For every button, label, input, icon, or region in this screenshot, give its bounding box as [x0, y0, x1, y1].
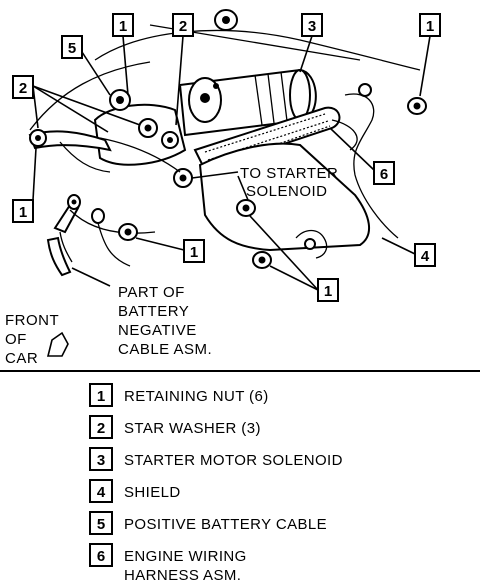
legend-row-3: 3 STARTER MOTOR SOLENOID — [89, 447, 343, 471]
legend-row-4: 4 SHIELD — [89, 479, 181, 503]
callout-2-left-label: 2 — [19, 80, 27, 97]
battery-note-line-3: NEGATIVE — [118, 322, 197, 339]
legend-row-1: 1 RETAINING NUT (6) — [89, 383, 269, 407]
top-fastener — [214, 9, 238, 31]
callout-2-left: 2 — [12, 75, 34, 99]
legend-row-2-num: 2 — [97, 420, 105, 437]
callout-1-left-label: 1 — [19, 204, 27, 221]
battery-note-line-2: BATTERY — [118, 303, 189, 320]
callout-1-right-label: 1 — [426, 18, 434, 35]
legend-row-5: 5 POSITIVE BATTERY CABLE — [89, 511, 327, 535]
battery-note-line-1: PART OF — [118, 284, 185, 301]
solenoid-terminals — [93, 89, 193, 188]
legend-row-3-num: 3 — [97, 452, 105, 469]
callout-1-lower-label: 1 — [324, 283, 332, 300]
retaining-nut-shield-upper — [236, 199, 256, 217]
callout-3-top: 3 — [301, 13, 323, 37]
callout-1-lower: 1 — [317, 278, 339, 302]
legend-row-6-label-line-2: HARNESS ASM. — [124, 567, 241, 584]
front-note-line-1: FRONT — [5, 312, 59, 329]
front-note-line-2: OF — [5, 331, 27, 348]
callout-1-center: 1 — [183, 239, 205, 263]
callout-1-top: 1 — [112, 13, 134, 37]
leader-lines — [32, 35, 431, 291]
callout-4-right: 4 — [414, 243, 436, 267]
starter-motor — [178, 68, 317, 137]
callout-5-left: 5 — [61, 35, 83, 59]
retaining-nut-shield-lower — [252, 251, 272, 269]
engine-illustration — [28, 9, 427, 277]
callout-1-left: 1 — [12, 199, 34, 223]
callout-4-right-label: 4 — [421, 248, 430, 265]
callout-5-left-label: 5 — [68, 40, 76, 57]
negative-battery-cable — [46, 194, 156, 277]
front-of-car-note: FRONT OF CAR — [5, 312, 69, 367]
legend-row-6: 6 ENGINE WIRING HARNESS ASM. — [89, 543, 247, 584]
legend-row-2: 2 STAR WASHER (3) — [89, 415, 261, 439]
front-direction-arrow-icon — [46, 331, 69, 357]
starter-note-line-1: TO STARTER — [240, 165, 338, 182]
legend-row-5-num: 5 — [97, 516, 105, 533]
starter-note-line-2: SOLENOID — [246, 183, 328, 200]
callout-3-top-label: 3 — [308, 18, 316, 35]
legend-row-6-num: 6 — [97, 548, 105, 565]
retaining-nut-center — [118, 223, 138, 241]
callout-2-top-label: 2 — [179, 18, 187, 35]
legend-row-3-label: STARTER MOTOR SOLENOID — [124, 452, 343, 469]
legend-row-6-label: ENGINE WIRING — [124, 548, 247, 565]
callout-6-mid-label: 6 — [380, 166, 388, 183]
battery-note-line-4: CABLE ASM. — [118, 341, 212, 358]
callout-2-top: 2 — [172, 13, 194, 37]
callouts: 1 2 3 1 5 2 6 1 — [12, 13, 441, 302]
shield-plate — [198, 83, 399, 259]
callout-6-mid: 6 — [373, 161, 395, 185]
front-note-line-3: CAR — [5, 350, 38, 367]
legend-row-4-num: 4 — [97, 484, 106, 501]
legend-row-5-label: POSITIVE BATTERY CABLE — [124, 516, 327, 533]
legend-row-4-label: SHIELD — [124, 484, 181, 501]
legend-row-2-label: STAR WASHER (3) — [124, 420, 261, 437]
retaining-nut-right — [407, 97, 427, 115]
callout-1-center-label: 1 — [190, 244, 198, 261]
callout-1-right: 1 — [419, 13, 441, 37]
starter-solenoid-note: TO STARTER SOLENOID — [240, 165, 338, 200]
positive-battery-cable — [28, 129, 112, 173]
callout-1-top-label: 1 — [119, 18, 127, 35]
legend-row-1-label: RETAINING NUT (6) — [124, 388, 269, 405]
battery-cable-note: PART OF BATTERY NEGATIVE CABLE ASM. — [118, 284, 212, 358]
legend-row-1-num: 1 — [97, 388, 105, 405]
legend: 1 RETAINING NUT (6) 2 STAR WASHER (3) 3 … — [89, 383, 343, 584]
